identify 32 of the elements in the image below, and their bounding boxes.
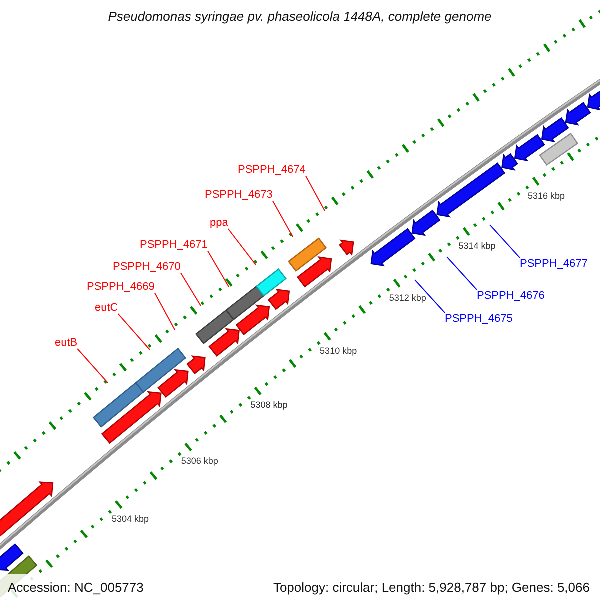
gene-label: PSPPH_4675 [445, 313, 513, 325]
gene-label: eutB [55, 337, 78, 349]
gene-label: PSPPH_4669 [87, 281, 155, 293]
leader-line [305, 176, 326, 212]
gene-label: PSPPH_4674 [238, 164, 306, 176]
tick-label: 5314 kbp [458, 241, 496, 252]
gene-label: PSPPH_4670 [113, 261, 181, 273]
gene-label: ppa [210, 217, 228, 229]
gene-label: PSPPH_4673 [205, 189, 273, 201]
tick-label: 5304 kbp [112, 514, 149, 524]
leader-line [446, 256, 478, 290]
genome-summary-text: Topology: circular; Length: 5,928,787 bp; Genes: 5,066 [273, 580, 590, 595]
tick-label: 5310 kbp [320, 346, 358, 356]
leader-line [414, 280, 446, 314]
leader-line [154, 292, 176, 330]
leader-line [490, 224, 520, 258]
leader-line [207, 250, 230, 288]
leader-line [180, 272, 202, 306]
gene-label: PSPPH_4677 [520, 258, 588, 270]
tick-label: 5312 kbp [389, 292, 426, 303]
accession-text: Accession: NC_005773 [8, 580, 144, 595]
gene-label: PSPPH_4676 [477, 290, 545, 302]
leader-line [77, 348, 108, 384]
gene-label: PSPPH_4671 [140, 239, 208, 251]
leader-line [272, 200, 294, 238]
leader-line [118, 314, 150, 350]
title: Pseudomonas syringae pv. phaseolicola 1448A, complete genome [107, 9, 493, 24]
tick-label: 5316 kbp [528, 191, 566, 202]
gene-label: eutC [95, 302, 118, 314]
tick-label: 5308 kbp [250, 400, 288, 410]
tick-label: 5306 kbp [181, 456, 218, 466]
leader-line [228, 228, 256, 266]
